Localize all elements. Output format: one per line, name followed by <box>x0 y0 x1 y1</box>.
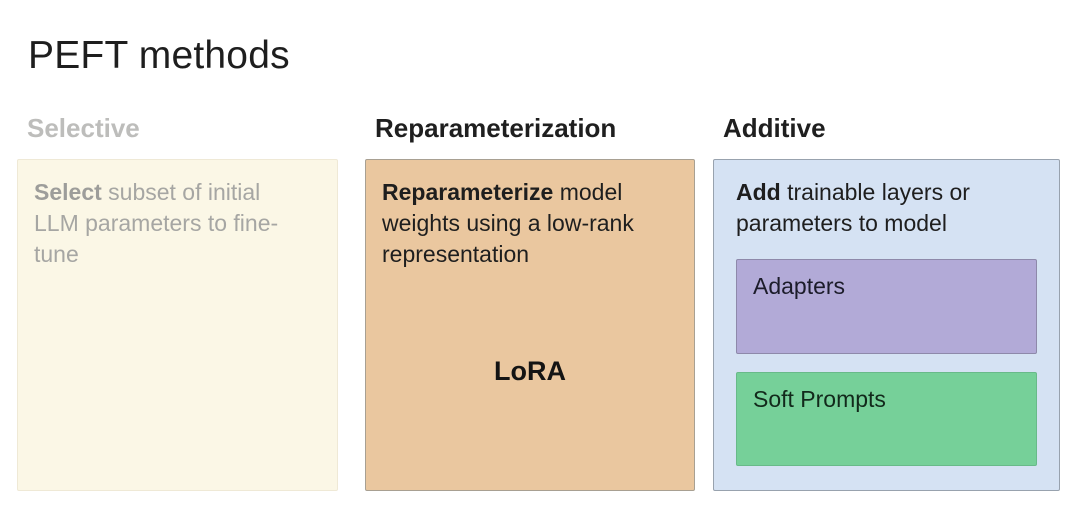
adapters-box: Adapters <box>736 259 1037 354</box>
soft-prompts-box: Soft Prompts <box>736 372 1037 466</box>
column-selective: Selective Select subset of initial LLM p… <box>17 112 338 491</box>
reparameterization-description: Reparameterize model weights using a low… <box>382 177 650 270</box>
column-additive: Additive Add trainable layers or paramet… <box>713 112 1060 491</box>
reparameterization-header: Reparameterization <box>375 113 617 143</box>
additive-description: Add trainable layers or parameters to mo… <box>736 177 994 239</box>
additive-header: Additive <box>723 113 826 143</box>
selective-header: Selective <box>27 113 140 143</box>
additive-description-lead: Add <box>736 179 781 205</box>
reparameterization-box: Reparameterize model weights using a low… <box>365 159 695 491</box>
selective-description-rest: subset of initial LLM parameters to fine… <box>34 179 279 267</box>
selective-description: Select subset of initial LLM parameters … <box>34 177 286 270</box>
additive-box: Add trainable layers or parameters to mo… <box>713 159 1060 491</box>
reparameterization-description-lead: Reparameterize <box>382 179 554 205</box>
page-title: PEFT methods <box>28 34 290 78</box>
selective-box: Select subset of initial LLM parameters … <box>17 159 338 491</box>
reparameterization-description-rest: model weights using a low-rank represent… <box>382 179 634 267</box>
selective-description-lead: Select <box>34 179 102 205</box>
lora-label: LoRA <box>494 356 566 386</box>
additive-description-rest: trainable layers or parameters to model <box>736 179 970 236</box>
column-reparameterization: Reparameterization Reparameterize model … <box>365 112 695 491</box>
